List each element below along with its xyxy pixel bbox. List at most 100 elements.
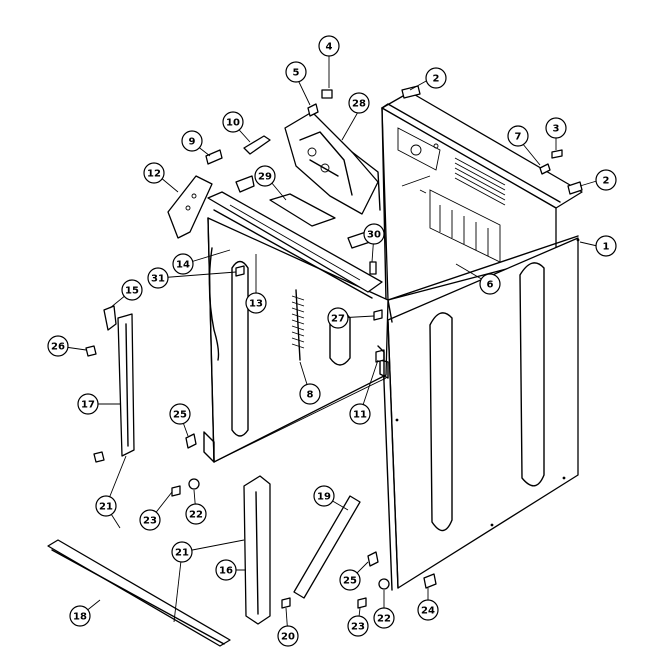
callout-c-16: 16 [215, 559, 237, 581]
left-brackets [103, 305, 135, 457]
callout-label: 2 [433, 74, 440, 85]
callout-label: 2 [603, 176, 610, 187]
callout-circle [172, 253, 194, 275]
callout-c-30: 30 [363, 223, 385, 245]
callout-label: 22 [189, 510, 203, 521]
callout-circle [181, 130, 203, 152]
callout-c-9: 9 [181, 130, 203, 152]
cabinet-body [381, 91, 583, 591]
callout-c-24: 24 [417, 599, 439, 621]
callout-label: 21 [99, 502, 113, 513]
callout-c-6: 6 [479, 273, 501, 295]
callout-c-19: 19 [313, 485, 335, 507]
callout-c-22a: 22 [185, 503, 207, 525]
callout-label: 25 [173, 410, 187, 421]
callout-circle [313, 485, 335, 507]
callout-c-23b: 23 [347, 615, 369, 637]
callout-c-20: 20 [277, 625, 299, 647]
callout-circle [147, 267, 169, 289]
callout-c-26: 26 [47, 335, 69, 357]
callout-c-14: 14 [172, 253, 194, 275]
front-bracket-16 [243, 475, 271, 625]
callout-circle [69, 605, 91, 627]
callout-label: 27 [331, 314, 345, 325]
callout-c-3: 3 [545, 117, 567, 139]
callout-label: 28 [352, 99, 366, 110]
callout-label: 23 [143, 516, 157, 527]
callout-c-29: 29 [254, 165, 276, 187]
bracket-11 [377, 345, 385, 381]
callout-circle [327, 307, 349, 329]
top-front-rail [207, 191, 383, 299]
callout-circle [254, 165, 276, 187]
spring-8 [291, 289, 305, 361]
callout-circle [373, 607, 395, 629]
callout-circle [318, 35, 340, 57]
callout-c-8: 8 [299, 383, 321, 405]
callout-label: 6 [487, 280, 494, 291]
callout-label: 31 [151, 274, 165, 285]
callout-label: 12 [147, 169, 161, 180]
callout-label: 30 [367, 230, 381, 241]
callout-label: 11 [353, 410, 367, 421]
callout-circle [595, 235, 617, 257]
callout-circle [139, 509, 161, 531]
callout-circle [425, 67, 447, 89]
callout-circle [47, 335, 69, 357]
callout-circle [277, 625, 299, 647]
callout-label: 22 [377, 614, 391, 625]
callout-circle [245, 292, 267, 314]
callout-label: 8 [307, 390, 314, 401]
callout-c-11: 11 [349, 403, 371, 425]
callout-c-10: 10 [222, 111, 244, 133]
callout-label: 13 [249, 299, 263, 310]
callout-label: 29 [258, 172, 272, 183]
callout-label: 1 [603, 242, 610, 253]
callout-circle [215, 559, 237, 581]
callout-c-18: 18 [69, 605, 91, 627]
callout-c-17: 17 [77, 393, 99, 415]
callout-circle [507, 125, 529, 147]
callout-c-28: 28 [348, 92, 370, 114]
callout-circle [363, 223, 385, 245]
console-bracket [284, 111, 381, 215]
callout-label: 20 [281, 632, 295, 643]
callout-label: 3 [553, 124, 560, 135]
callout-circle [185, 503, 207, 525]
callout-label: 15 [125, 286, 139, 297]
callout-circle [347, 615, 369, 637]
callout-label: 10 [226, 118, 240, 129]
callout-label: 23 [351, 622, 365, 633]
small-hardware [85, 85, 583, 609]
callout-c-5: 5 [285, 61, 307, 83]
callout-c-31: 31 [147, 267, 169, 289]
callout-circle [479, 273, 501, 295]
callout-circle [95, 495, 117, 517]
callout-label: 25 [343, 576, 357, 587]
callout-circle [545, 117, 567, 139]
callout-c-4: 4 [318, 35, 340, 57]
callout-c-2a: 2 [425, 67, 447, 89]
left-side-panel [203, 217, 389, 463]
bracket-12 [167, 175, 213, 239]
callout-circle [285, 61, 307, 83]
callout-label: 19 [317, 492, 331, 503]
callout-c-22b: 22 [373, 607, 395, 629]
callout-circle [299, 383, 321, 405]
callout-circle [169, 403, 191, 425]
callout-circle [348, 92, 370, 114]
callout-c-1: 1 [595, 235, 617, 257]
callout-c-21b: 21 [171, 541, 193, 563]
callout-label: 14 [176, 260, 190, 271]
callout-label: 7 [515, 132, 522, 143]
callout-circle [121, 279, 143, 301]
callout-c-25a: 25 [169, 403, 191, 425]
callout-c-2b: 2 [595, 169, 617, 191]
callout-label: 16 [219, 566, 233, 577]
callout-label: 26 [51, 342, 65, 353]
callout-circle [171, 541, 193, 563]
callout-label: 5 [293, 68, 300, 79]
callout-circle [143, 162, 165, 184]
